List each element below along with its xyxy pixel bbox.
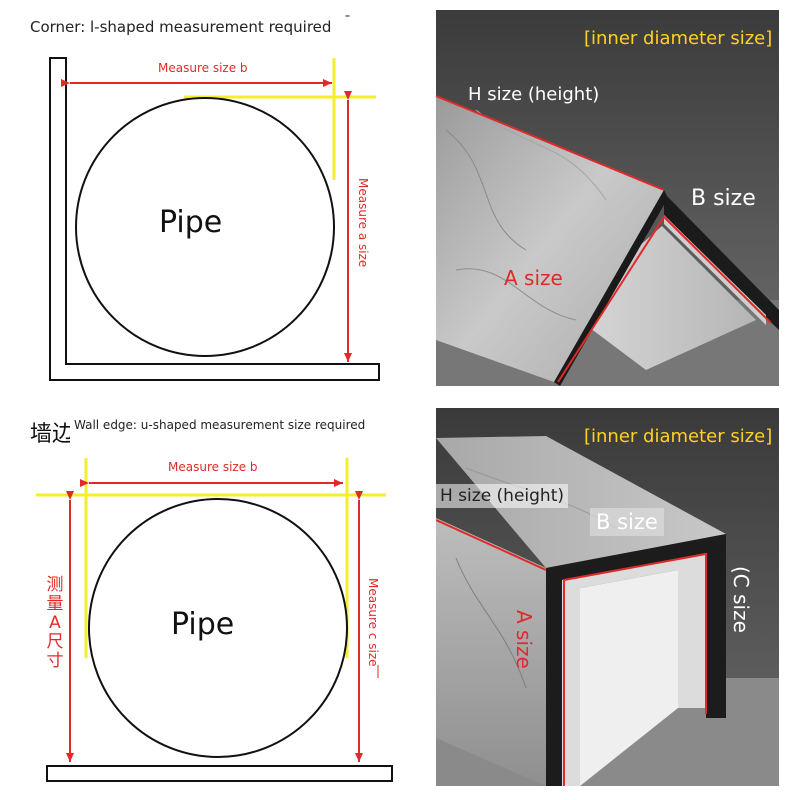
inner-edge: [557, 215, 772, 383]
u-channel-product-photo: [inner diameter size] H size (height) B …: [436, 408, 779, 786]
inner-diameter-label: [inner diameter size]: [584, 28, 773, 49]
a-size-label: A size: [512, 610, 536, 669]
h-size-edge: [436, 95, 665, 191]
wall-edge-title: Wall edge: u-shaped measurement size req…: [74, 418, 366, 432]
b-size-label: B size: [590, 508, 664, 536]
u-channel-render: [436, 408, 779, 786]
wall-edge-title-prefix: 墙边: [30, 422, 75, 447]
a-size-label: A size: [504, 266, 563, 290]
h-size-label: H size (height): [436, 484, 569, 508]
title-overlay: [70, 417, 150, 447]
wall-edge-drawing: [36, 458, 393, 782]
measure-c-label: Measure c size: [366, 578, 380, 667]
base-bar: [46, 765, 393, 782]
inner-diameter-label: [inner diameter size]: [584, 426, 773, 447]
pipe-circle: [75, 97, 335, 357]
inner-u-edge: [563, 552, 707, 786]
wall-edge-diagram: 墙边 Wall edge: u-shaped measurement size …: [0, 400, 420, 800]
corner-title: Corner: l-shaped measurement required: [30, 18, 332, 36]
l-bracket: [49, 57, 380, 381]
stray-mark: ˉ: [344, 14, 351, 30]
c-size-label: (C size: [729, 566, 753, 633]
measure-a-label: Measure a size: [356, 178, 370, 268]
pipe-circle: [88, 498, 348, 758]
pipe-label: Pipe: [171, 607, 235, 642]
corner-product-photo: [inner diameter size] H size (height) B …: [436, 10, 779, 386]
measure-b-label: Measure size b: [158, 61, 248, 75]
h-size-label: H size (height): [468, 84, 600, 105]
pipe-label: Pipe: [159, 205, 223, 240]
corner-diagram: Corner: l-shaped measurement required ˉ …: [0, 0, 420, 400]
measure-b-label: Measure size b: [168, 460, 258, 474]
b-size-label: B size: [691, 186, 756, 211]
corner-drawing: [49, 57, 380, 381]
corner-product-render: [436, 10, 779, 386]
measure-a-label: 测量A尺寸: [46, 575, 64, 671]
h-size-edge: [436, 519, 547, 571]
